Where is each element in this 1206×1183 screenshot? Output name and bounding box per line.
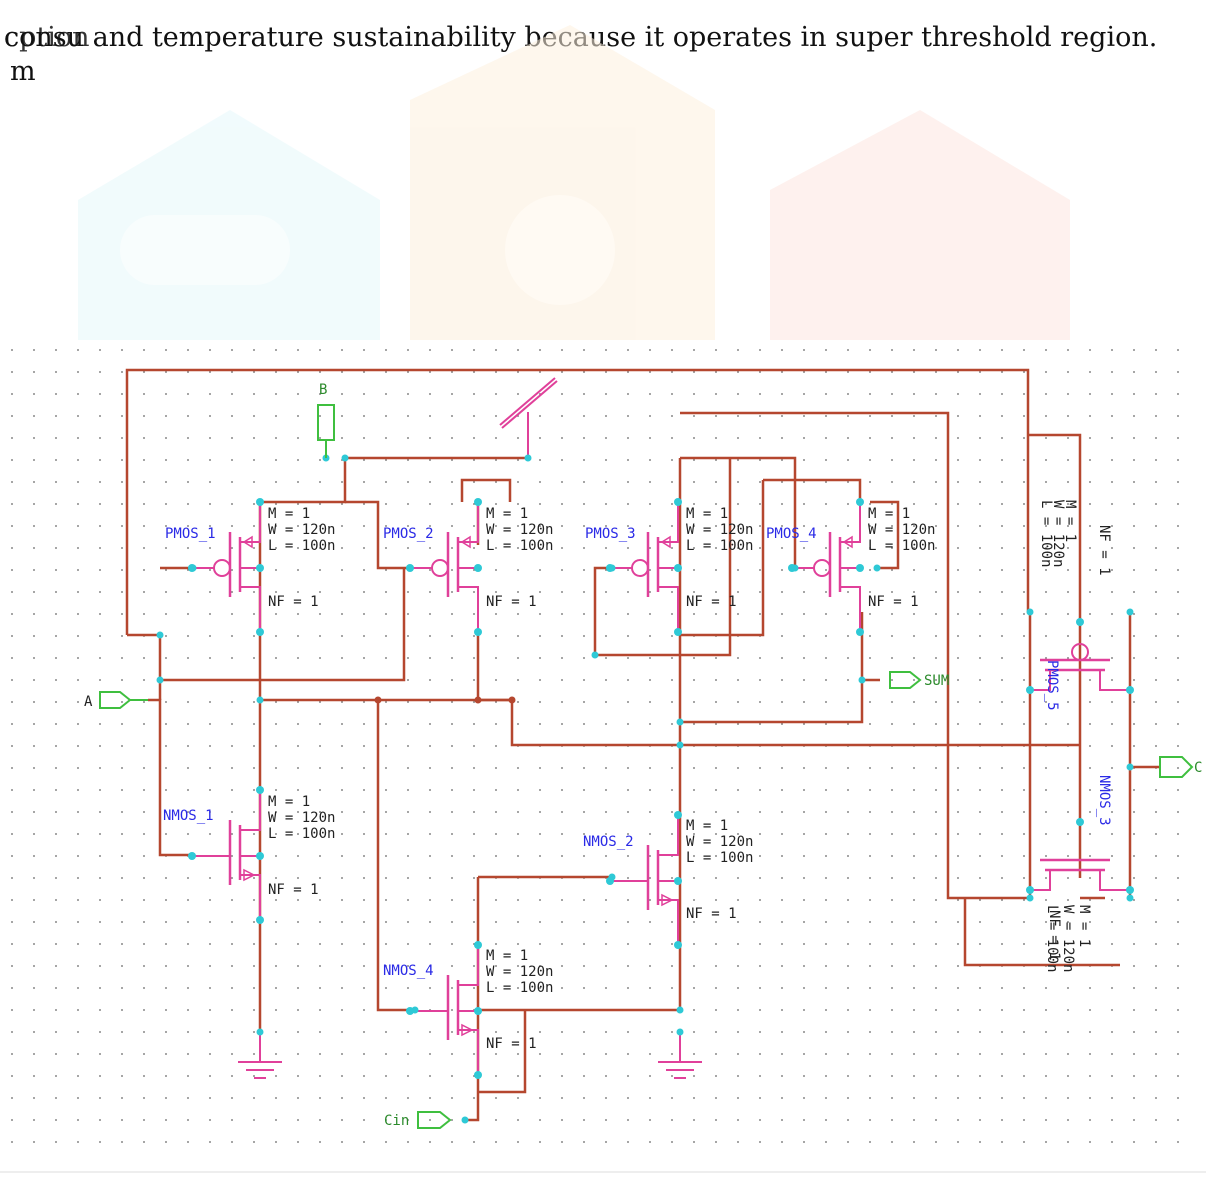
device-m-param: M = 1 (686, 818, 728, 834)
ground-symbols (238, 1032, 702, 1079)
device-m-param: M = 1 (268, 794, 310, 810)
device-l-param: L = 100n (486, 980, 553, 996)
device-l-param: L = 100n (486, 538, 553, 554)
device-l-param: L = 100n (868, 538, 935, 554)
device-l-param: L = 100n (268, 538, 335, 554)
device-param: W = 120n (1060, 905, 1076, 972)
device-nf-param: NF = 1 (486, 594, 537, 610)
device-name-label: PMOS_1 (165, 526, 216, 542)
svg-text:Cin: Cin (384, 1113, 409, 1129)
device-param: M = 1 (1062, 500, 1078, 542)
device-param: M = 1 (1076, 905, 1092, 947)
pin-cin: Cin (384, 1111, 452, 1129)
grid-dots (0, 349, 1206, 1173)
pin-a: A (84, 691, 148, 710)
device-m-param: M = 1 (486, 506, 528, 522)
device-name-label: PMOS_2 (383, 526, 434, 542)
device-nf-param: NF = 1 (268, 882, 319, 898)
pin-c: C (1159, 756, 1202, 778)
device-w-param: W = 120n (486, 522, 553, 538)
svg-text:SUM: SUM (924, 673, 949, 689)
device-nf-param: NF = 1 (268, 594, 319, 610)
svg-text:C: C (1194, 760, 1202, 776)
device-nf-param: NF = 1 (1096, 525, 1112, 576)
device-nf-param: NF = 1 (486, 1036, 537, 1052)
device-m-param: M = 1 (486, 948, 528, 964)
device-name-label: NMOS_2 (583, 834, 634, 850)
device-w-param: W = 120n (486, 964, 553, 980)
device-nf-param: NF = 1 (868, 594, 919, 610)
device-m-param: M = 1 (686, 506, 728, 522)
vdd-symbol (499, 377, 558, 458)
device-name-label: NMOS_1 (163, 808, 214, 824)
device-l-param: L = 100n (268, 826, 335, 842)
device-name-label: PMOS_4 (766, 526, 817, 542)
svg-text:B: B (319, 382, 327, 398)
device-nf-param: NF = 1 (1046, 910, 1062, 961)
device-param: W = 120n (1050, 500, 1066, 567)
paragraph-line2: m (10, 56, 36, 87)
device-name-label: PMOS_5 (1044, 660, 1060, 711)
device-param: L = 100n (1044, 905, 1060, 972)
device-w-param: W = 120n (268, 810, 335, 826)
device-nf-param: NF = 1 (686, 906, 737, 922)
pin-sum: SUM (889, 671, 949, 689)
device-l-param: L = 100n (686, 850, 753, 866)
pin-b: B (317, 382, 335, 458)
device-w-param: W = 120n (686, 834, 753, 850)
device-w-param: W = 120n (268, 522, 335, 538)
device-name-label: NMOS_3 (1096, 775, 1112, 826)
wires (125, 368, 1160, 1122)
device-w-param: W = 120n (868, 522, 935, 538)
device-name-label: PMOS_3 (585, 526, 636, 542)
device-name-label: NMOS_4 (383, 963, 434, 979)
device-nf-param: NF = 1 (686, 594, 737, 610)
device-w-param: W = 120n (686, 522, 753, 538)
watermark-logo (78, 25, 1070, 340)
device-l-param: L = 100n (686, 538, 753, 554)
paragraph-overlap-fragment: cption (4, 22, 90, 53)
device-param: L = 100n (1038, 500, 1054, 567)
svg-text:A: A (84, 694, 93, 710)
device-m-param: M = 1 (268, 506, 310, 522)
device-m-param: M = 1 (868, 506, 910, 522)
